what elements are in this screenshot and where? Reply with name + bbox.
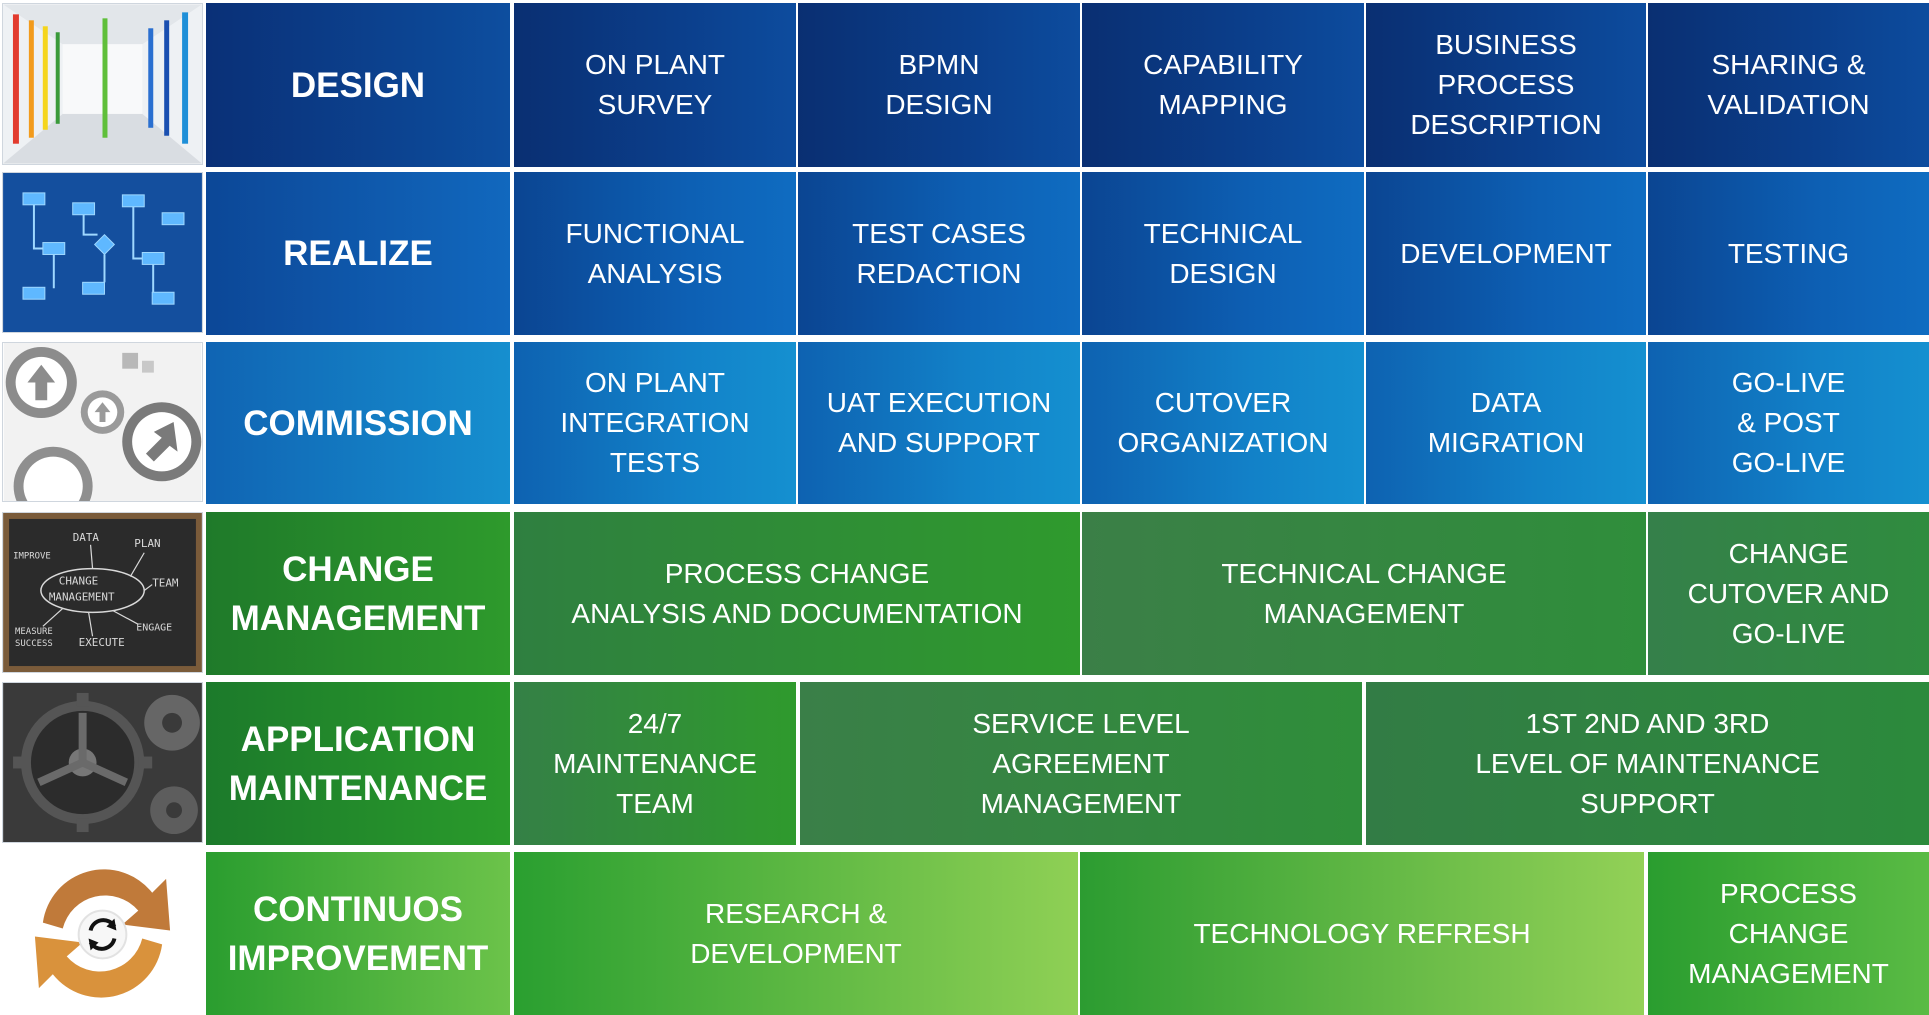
phase-label-realize: REALIZE bbox=[206, 172, 510, 335]
chalk-word-execute: EXECUTE bbox=[79, 636, 125, 649]
cell-process-change-management: PROCESS CHANGE MANAGEMENT bbox=[1648, 852, 1929, 1015]
cell-business-process-description: BUSINESS PROCESS DESCRIPTION bbox=[1366, 3, 1646, 167]
cell-bpmn-design: BPMN DESIGN bbox=[798, 3, 1080, 167]
continuous-improvement-image bbox=[2, 852, 203, 1013]
cell-on-plant-survey: ON PLANT SURVEY bbox=[514, 3, 796, 167]
cell-development: DEVELOPMENT bbox=[1366, 172, 1646, 335]
chalk-word-improve: IMPROVE bbox=[13, 552, 51, 562]
phase-label-continuous-improvement: CONTINUOS IMPROVEMENT bbox=[206, 852, 510, 1015]
row-commission: COMMISSION ON PLANT INTEGRATION TESTS UA… bbox=[0, 342, 1929, 504]
cell-testing: TESTING bbox=[1648, 172, 1929, 335]
chalkboard-image: DATA PLAN IMPROVE CHANGE MANAGEMENT TEAM… bbox=[3, 513, 202, 672]
row-change-management: DATA PLAN IMPROVE CHANGE MANAGEMENT TEAM… bbox=[0, 512, 1929, 675]
cell-go-live-post-go-live: GO-LIVE & POST GO-LIVE bbox=[1648, 342, 1929, 504]
chalk-word-team: TEAM bbox=[152, 577, 179, 590]
row-realize: REALIZE FUNCTIONAL ANALYSIS TEST CASES R… bbox=[0, 172, 1929, 335]
chalk-word-plan: PLAN bbox=[134, 537, 160, 550]
chalk-word-data: DATA bbox=[73, 531, 100, 544]
cell-process-change-analysis: PROCESS CHANGE ANALYSIS AND DOCUMENTATIO… bbox=[514, 512, 1080, 675]
cell-technical-design: TECHNICAL DESIGN bbox=[1082, 172, 1364, 335]
cell-data-migration: DATA MIGRATION bbox=[1366, 342, 1646, 504]
cell-change-cutover-go-live: CHANGE CUTOVER AND GO-LIVE bbox=[1648, 512, 1929, 675]
refresh-cycle-image bbox=[3, 853, 202, 1012]
design-image bbox=[2, 3, 203, 165]
chalk-word-management: MANAGEMENT bbox=[49, 590, 115, 603]
cell-service-level-agreement: SERVICE LEVEL AGREEMENT MANAGEMENT bbox=[800, 682, 1362, 845]
row-continuous-improvement: CONTINUOS IMPROVEMENT RESEARCH & DEVELOP… bbox=[0, 852, 1929, 1015]
cell-technology-refresh: TECHNOLOGY REFRESH bbox=[1080, 852, 1644, 1015]
cell-uat-execution-support: UAT EXECUTION AND SUPPORT bbox=[798, 342, 1080, 504]
cell-sharing-validation: SHARING & VALIDATION bbox=[1648, 3, 1929, 167]
phase-label-change-management: CHANGE MANAGEMENT bbox=[206, 512, 510, 675]
chalk-word-measure: MEASURE bbox=[15, 627, 53, 637]
cell-capability-mapping: CAPABILITY MAPPING bbox=[1082, 3, 1364, 167]
gears-image bbox=[3, 683, 202, 842]
cell-cutover-organization: CUTOVER ORGANIZATION bbox=[1082, 342, 1364, 504]
chalk-word-change: CHANGE bbox=[59, 575, 98, 588]
blue-flowchart-image bbox=[3, 173, 202, 332]
arrow-circles-image bbox=[3, 343, 202, 501]
cell-technical-change-management: TECHNICAL CHANGE MANAGEMENT bbox=[1082, 512, 1646, 675]
phase-label-design: DESIGN bbox=[206, 3, 510, 167]
cell-maintenance-team: 24/7 MAINTENANCE TEAM bbox=[514, 682, 796, 845]
commission-image bbox=[2, 342, 203, 502]
chalk-word-success: SUCCESS bbox=[15, 639, 53, 649]
change-management-image: DATA PLAN IMPROVE CHANGE MANAGEMENT TEAM… bbox=[2, 512, 203, 673]
cell-functional-analysis: FUNCTIONAL ANALYSIS bbox=[514, 172, 796, 335]
colorful-columns-image bbox=[3, 4, 202, 164]
phase-label-application-maintenance: APPLICATION MAINTENANCE bbox=[206, 682, 510, 845]
row-design: DESIGN ON PLANT SURVEY BPMN DESIGN CAPAB… bbox=[0, 3, 1929, 167]
cell-research-development: RESEARCH & DEVELOPMENT bbox=[514, 852, 1078, 1015]
cell-on-plant-integration-tests: ON PLANT INTEGRATION TESTS bbox=[514, 342, 796, 504]
phase-label-commission: COMMISSION bbox=[206, 342, 510, 504]
cell-maintenance-support-levels: 1ST 2ND AND 3RD LEVEL OF MAINTENANCE SUP… bbox=[1366, 682, 1929, 845]
cell-test-cases-redaction: TEST CASES REDACTION bbox=[798, 172, 1080, 335]
realize-image bbox=[2, 172, 203, 333]
row-application-maintenance: APPLICATION MAINTENANCE 24/7 MAINTENANCE… bbox=[0, 682, 1929, 845]
chalk-word-engage: ENGAGE bbox=[136, 622, 172, 633]
application-maintenance-image bbox=[2, 682, 203, 843]
